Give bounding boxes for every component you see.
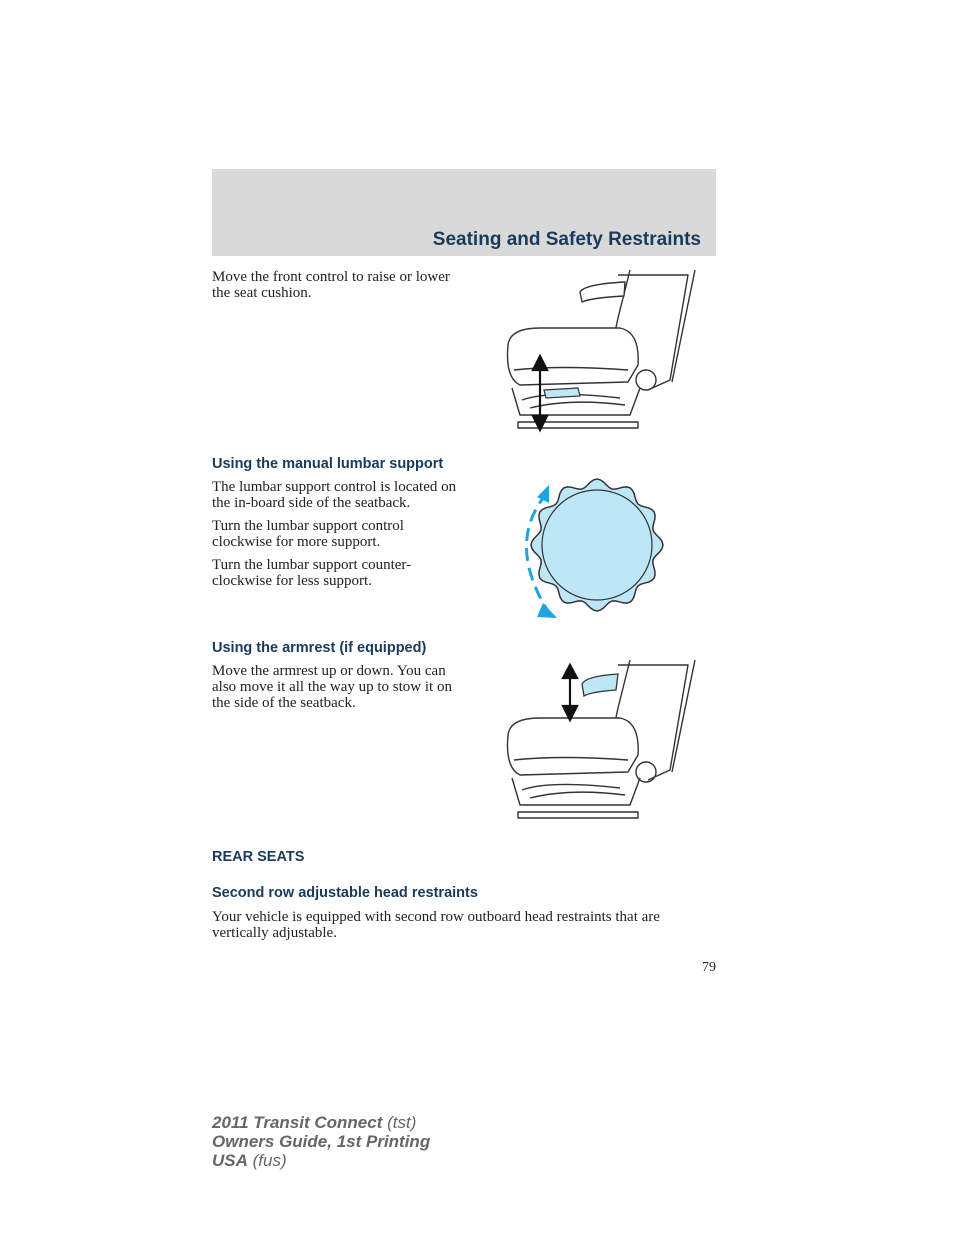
lumbar-heading: Using the manual lumbar support xyxy=(212,456,444,472)
section-header-band: Seating and Safety Restraints xyxy=(212,169,716,256)
footer-line-3: USA (fus) xyxy=(212,1151,430,1170)
head-restraints-heading: Second row adjustable head restraints xyxy=(212,885,478,901)
footer-model-code: (tst) xyxy=(382,1113,417,1132)
lumbar-text: The lumbar support control is located on… xyxy=(212,479,462,596)
footer-line-1: 2011 Transit Connect (tst) xyxy=(212,1113,430,1132)
paragraph: Turn the lumbar support control clockwis… xyxy=(212,518,404,550)
armrest-text: Move the armrest up or down. You can als… xyxy=(212,663,462,718)
lumbar-knob-illustration xyxy=(525,478,664,618)
paragraph: The lumbar support control is located on… xyxy=(212,479,457,511)
paragraph: Turn the lumbar support counter-clockwis… xyxy=(212,557,412,589)
rear-seats-heading: REAR SEATS xyxy=(212,849,305,865)
seat-cushion-text: Move the front control to raise or lower… xyxy=(212,269,462,308)
paragraph: Move the front control to raise or lower… xyxy=(212,269,450,301)
seat-cushion-height-illustration xyxy=(506,270,696,433)
armrest-heading: Using the armrest (if equipped) xyxy=(212,640,427,656)
paragraph: Move the armrest up or down. You can als… xyxy=(212,663,452,711)
footer-market-code: (fus) xyxy=(247,1151,287,1170)
section-title: Seating and Safety Restraints xyxy=(432,229,701,250)
head-restraints-text: Your vehicle is equipped with second row… xyxy=(212,909,660,941)
footer-line-2: Owners Guide, 1st Printing xyxy=(212,1132,431,1151)
page-number: 79 xyxy=(702,960,716,975)
footer-model: 2011 Transit Connect xyxy=(212,1113,383,1132)
footer-market: USA xyxy=(212,1151,248,1170)
armrest-illustration xyxy=(506,660,696,819)
footer: 2011 Transit Connect (tst) Owners Guide,… xyxy=(212,1113,430,1170)
